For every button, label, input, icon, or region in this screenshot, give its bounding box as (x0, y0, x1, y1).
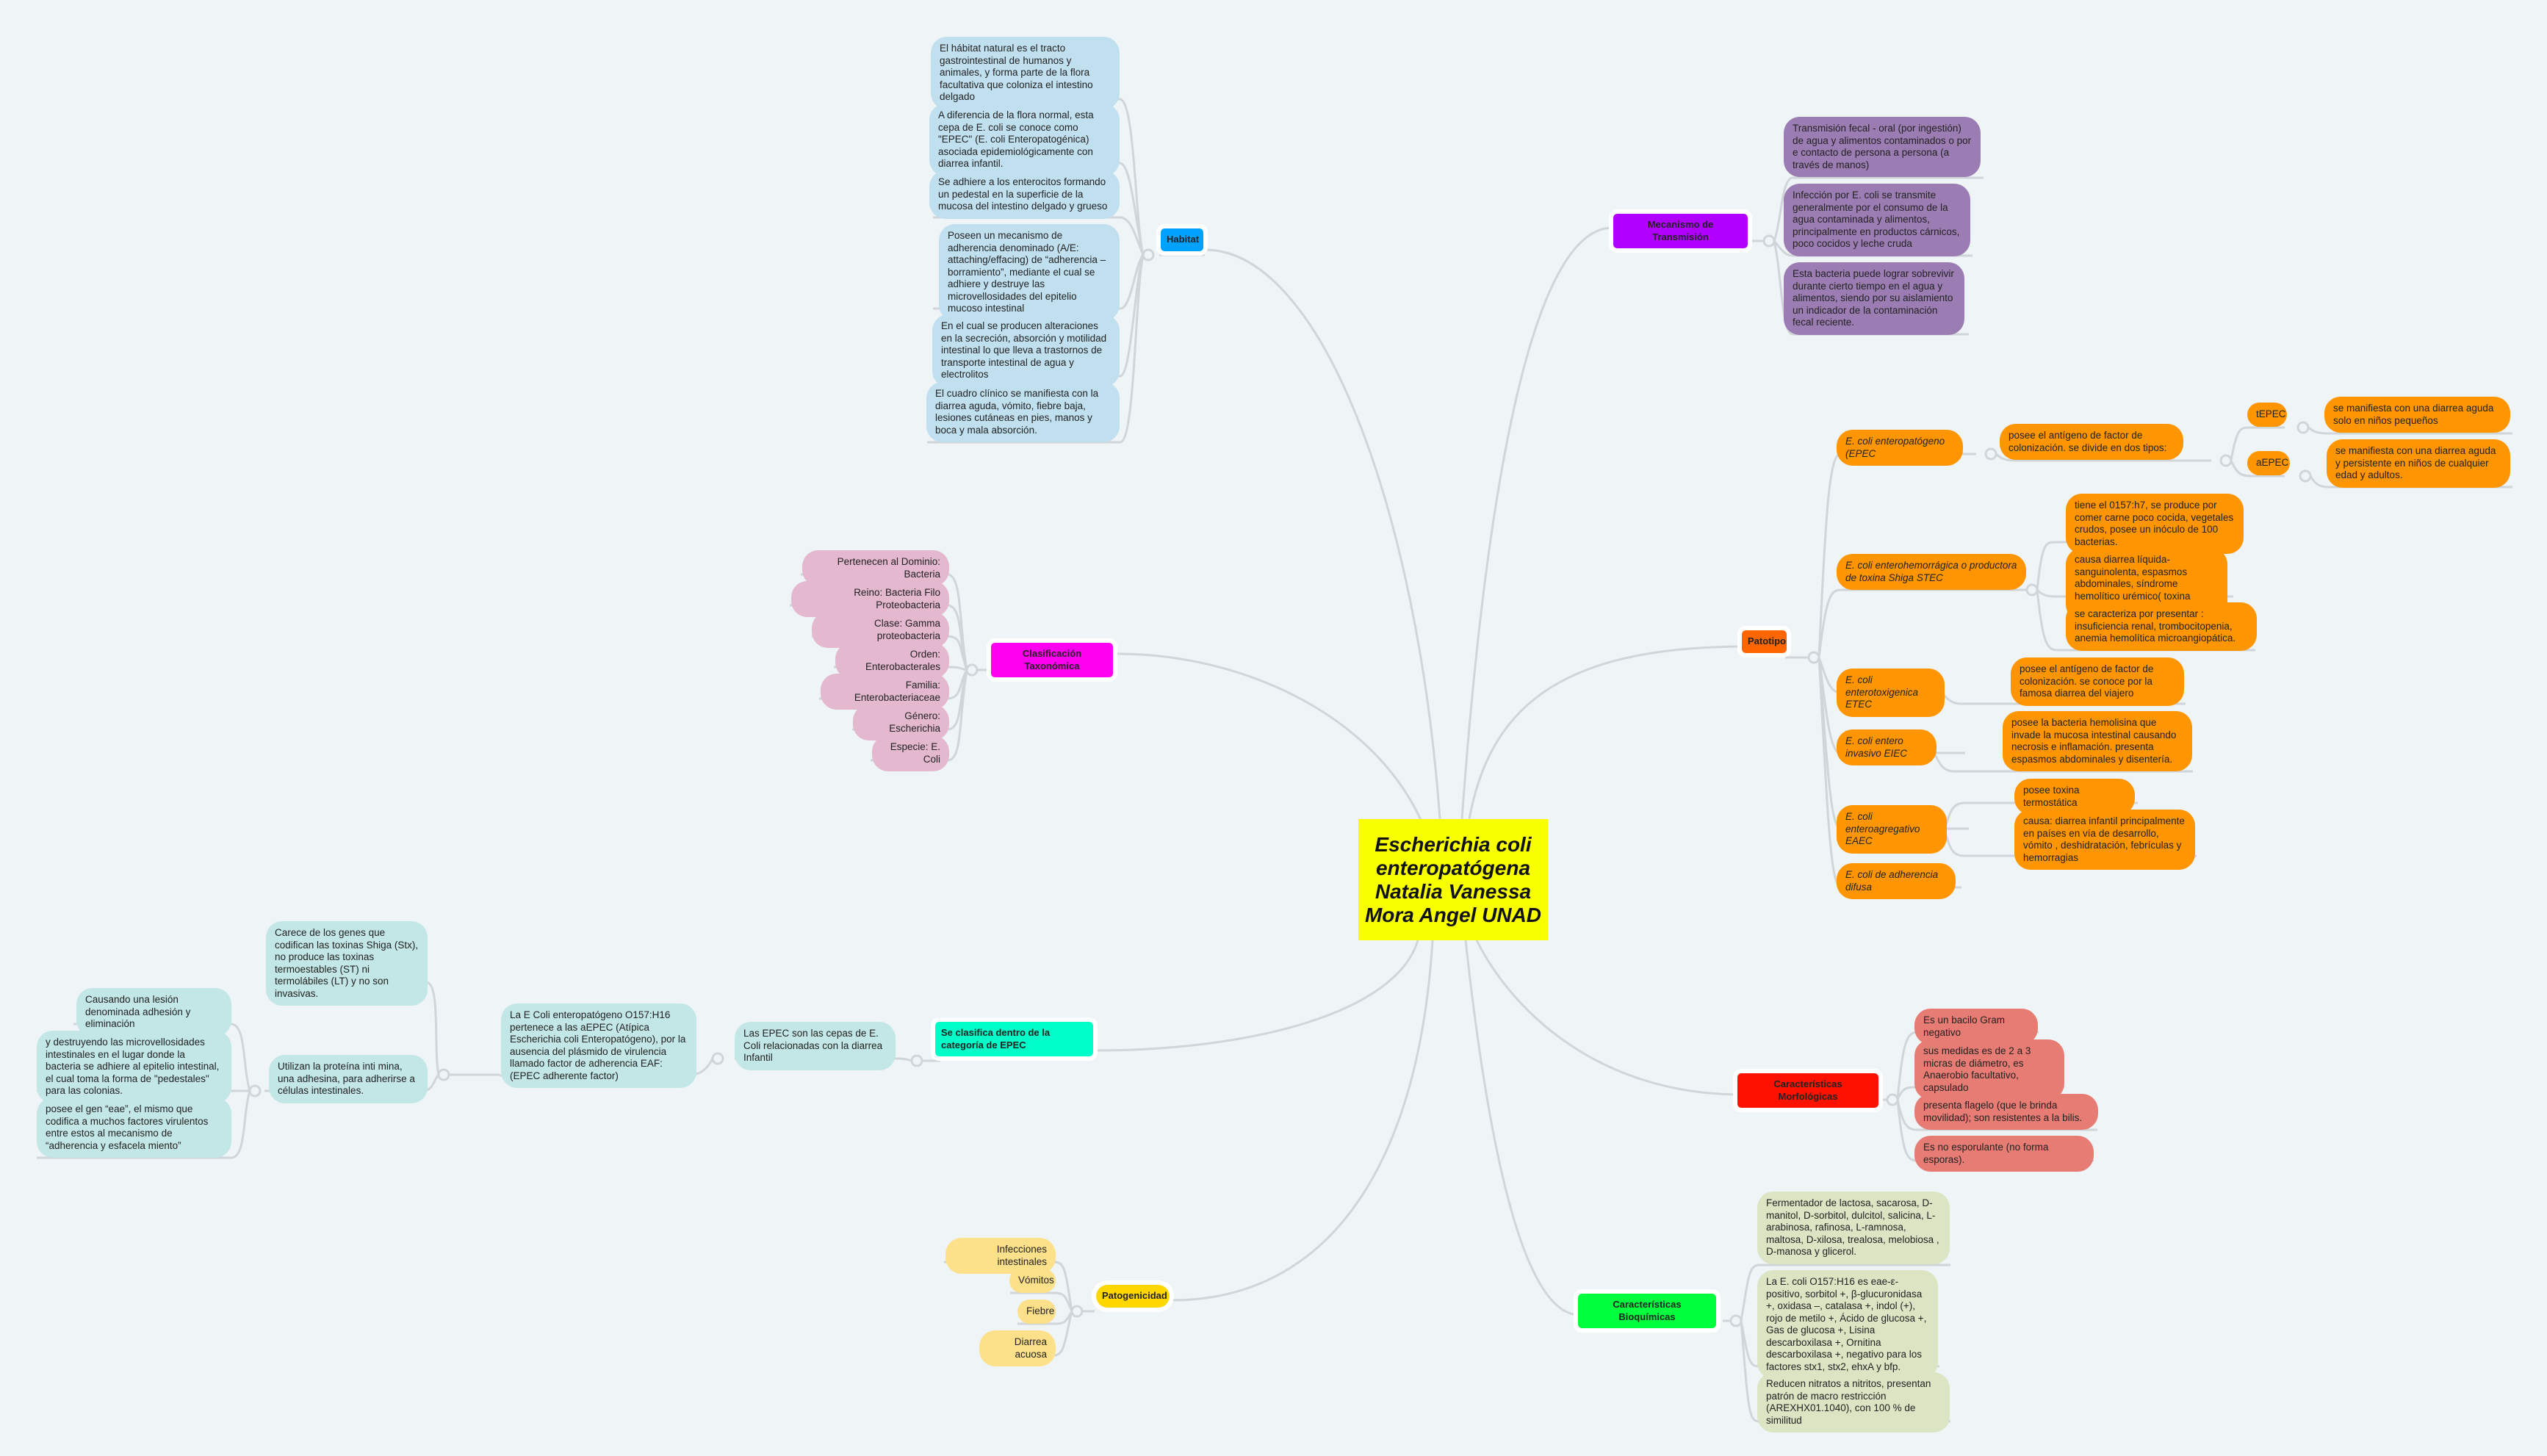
topic-caracteristicas-bioquimicas[interactable]: Características Bioquímicas (1574, 1289, 1721, 1333)
pathogenicity-item[interactable]: Infecciones intestinales (945, 1238, 1056, 1274)
taxonomy-item[interactable]: Orden: Enterobacterales (835, 643, 949, 679)
pathotype-etec[interactable]: E. coli enterotoxigenica ETEC (1837, 668, 1945, 717)
pathotype-stec[interactable]: E. coli enterohemorrágica o productora d… (1837, 554, 2026, 590)
transmission-item[interactable]: Esta bacteria puede lograr sobrevivir du… (1784, 262, 1964, 335)
taxonomy-item[interactable]: Pertenecen al Dominio: Bacteria (802, 550, 949, 586)
pathotype-epec[interactable]: E. coli enteropatógeno (EPEC (1837, 430, 1963, 466)
pathotype-eiec-desc[interactable]: posee la bacteria hemolisina que invade … (2003, 711, 2192, 771)
transmission-item[interactable]: Infección por E. coli se transmite gener… (1784, 184, 1970, 256)
morphology-item[interactable]: Es un bacilo Gram negativo (1914, 1009, 2038, 1045)
topic-patogenicidad[interactable]: Patogenicidad (1092, 1280, 1174, 1312)
pathogenicity-item[interactable]: Fiebre (1017, 1300, 1056, 1324)
habitat-item[interactable]: El hábitat natural es el tracto gastroin… (931, 37, 1120, 109)
epec-grandchild[interactable]: La E Coli enteropatógeno O157:H16 perten… (501, 1003, 696, 1088)
taxonomy-item[interactable]: Familia: Enterobacteriaceae (821, 674, 949, 710)
transmission-item[interactable]: Transmisión fecal - oral (por ingestión)… (1784, 117, 1981, 177)
pathotype-stec-item[interactable]: se caracteriza por presentar : insuficie… (2066, 602, 2257, 651)
taxonomy-item[interactable]: Género: Escherichia (853, 704, 949, 740)
topic-caracteristicas-morfologicas[interactable]: Características Morfológicas (1733, 1069, 1883, 1112)
habitat-item[interactable]: Poseen un mecanismo de adherencia denomi… (939, 224, 1120, 321)
taxonomy-item[interactable]: Clase: Gamma proteobacteria (812, 612, 949, 648)
topic-clasificacion-taxonomica[interactable]: Clasificación Taxonómica (987, 638, 1117, 682)
pathotype-eiec[interactable]: E. coli entero invasivo EIEC (1837, 729, 1937, 765)
pathotype-eaec-item[interactable]: causa: diarrea infantil principalmente e… (2014, 810, 2195, 870)
taxonomy-item[interactable]: Reino: Bacteria Filo Proteobacteria (791, 581, 949, 617)
central-topic[interactable]: Escherichia coli enteropatógena Natalia … (1358, 819, 1548, 940)
pathotype-tepec[interactable]: tEPEC (2247, 403, 2287, 427)
habitat-item[interactable]: Se adhiere a los enterocitos formando un… (929, 170, 1120, 219)
epec-subdetail[interactable]: Causando una lesión denominada adhesión … (76, 988, 231, 1037)
biochemistry-item[interactable]: Fermentador de lactosa, sacarosa, D-mani… (1757, 1192, 1950, 1264)
pathotype-etec-desc[interactable]: posee el antígeno de factor de colonizac… (2011, 657, 2184, 706)
epec-detail[interactable]: Carece de los genes que codifican las to… (266, 921, 428, 1006)
habitat-item[interactable]: A diferencia de la flora normal, esta ce… (929, 104, 1120, 176)
pathotype-daec[interactable]: E. coli de adherencia difusa (1837, 863, 1956, 899)
habitat-item[interactable]: En el cual se producen alteraciones en l… (932, 314, 1120, 387)
morphology-item[interactable]: presenta flagelo (que le brinda movilida… (1914, 1094, 2098, 1130)
pathotype-eaec[interactable]: E. coli enteroagregativo EAEC (1837, 805, 1947, 854)
biochemistry-item[interactable]: La E. coli O157:H16 es eae-ε-positivo, s… (1757, 1270, 1938, 1379)
pathogenicity-item[interactable]: Diarrea acuosa (979, 1330, 1056, 1366)
pathogenicity-item[interactable]: Vómitos (1009, 1269, 1056, 1293)
epec-child[interactable]: Las EPEC son las cepas de E. Coli relaci… (735, 1022, 896, 1070)
epec-detail[interactable]: Utilizan la proteína inti mina, una adhe… (269, 1055, 428, 1103)
pathotype-eaec-item[interactable]: posee toxina termostática (2014, 779, 2135, 815)
pathotype-stec-item[interactable]: tiene el 0157:h7, se produce por comer c… (2066, 494, 2244, 554)
epec-subdetail[interactable]: y destruyendo las microvellosidades inte… (37, 1031, 231, 1103)
biochemistry-item[interactable]: Reducen nitratos a nitritos, presentan p… (1757, 1372, 1950, 1432)
habitat-item[interactable]: El cuadro clínico se manifiesta con la d… (926, 382, 1120, 442)
pathotype-aepec[interactable]: aEPEC (2247, 451, 2290, 475)
pathotype-tepec-desc[interactable]: se manifiesta con una diarrea aguda solo… (2324, 397, 2510, 433)
topic-epec-category[interactable]: Se clasifica dentro de la categoría de E… (931, 1017, 1098, 1061)
pathotype-epec-desc[interactable]: posee el antígeno de factor de colonizac… (2000, 424, 2183, 460)
topic-mecanismo-transmision[interactable]: Mecanismo de Transmisión (1609, 209, 1752, 253)
epec-subdetail[interactable]: posee el gen “eae”, el mismo que codific… (37, 1098, 231, 1158)
pathotype-aepec-desc[interactable]: se manifiesta con una diarrea aguda y pe… (2327, 439, 2510, 488)
morphology-item[interactable]: Es no esporulante (no forma esporas). (1914, 1136, 2094, 1172)
topic-habitat[interactable]: Habitat (1156, 224, 1208, 256)
taxonomy-item[interactable]: Especie: E. Coli (872, 735, 949, 771)
morphology-item[interactable]: sus medidas es de 2 a 3 micras de diámet… (1914, 1039, 2064, 1100)
topic-patotipos[interactable]: Patotipos (1737, 626, 1791, 657)
